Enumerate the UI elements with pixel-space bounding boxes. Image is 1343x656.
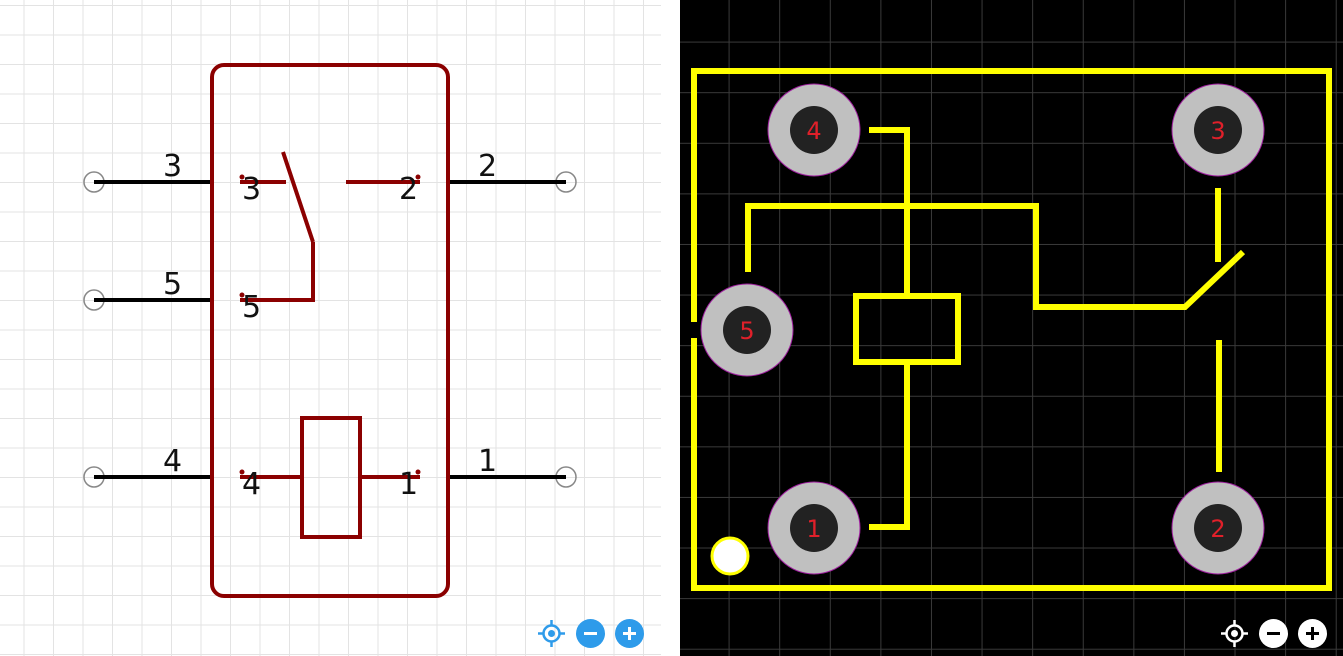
pin-number: 5 <box>163 267 182 302</box>
plus-icon <box>1306 627 1319 640</box>
pad-number: 3 <box>1210 117 1225 145</box>
zoom-out-button[interactable] <box>576 619 605 648</box>
pad-4: 4 <box>767 83 861 177</box>
pin-5-lead <box>83 289 212 311</box>
pcb-zoom-controls <box>1220 619 1327 648</box>
zoom-in-button[interactable] <box>1298 619 1327 648</box>
pad-number: 2 <box>1210 515 1225 543</box>
schematic-zoom-controls <box>537 619 644 648</box>
pin-3-lead <box>83 171 212 193</box>
panel-divider <box>661 0 680 656</box>
relay-switch <box>240 151 420 302</box>
crosshair-icon <box>538 620 565 647</box>
minus-icon <box>1267 632 1280 635</box>
board-outline <box>691 68 1332 591</box>
schematic-drawing: 3 5 4 2 1 3 5 4 2 1 <box>83 63 577 598</box>
pcb-drawing: 4 3 5 1 2 <box>691 68 1332 591</box>
pad-3: 3 <box>1171 83 1265 177</box>
crosshair-icon <box>1221 620 1248 647</box>
relay-coil <box>240 416 420 539</box>
pad-1: 1 <box>767 481 861 575</box>
pin-label: 1 <box>399 467 418 502</box>
pin-end-dots <box>239 174 421 475</box>
pad-2: 2 <box>1171 481 1265 575</box>
pin-label: 4 <box>242 467 261 502</box>
locate-button[interactable] <box>1220 619 1249 648</box>
schematic-canvas[interactable]: 3 5 4 2 1 3 5 4 2 1 <box>0 0 661 656</box>
pin1-orientation-marker <box>710 536 750 576</box>
pcb-canvas[interactable]: 4 3 5 1 2 <box>680 0 1343 656</box>
pin-2-lead <box>448 171 577 193</box>
pin-number: 1 <box>478 444 497 479</box>
plus-icon <box>623 627 636 640</box>
pad-number: 5 <box>739 317 754 345</box>
relay-body <box>210 63 450 598</box>
pad-5: 5 <box>700 283 794 377</box>
locate-button[interactable] <box>537 619 566 648</box>
pin-number: 3 <box>163 149 182 184</box>
pad-number: 4 <box>806 117 821 145</box>
pin-label: 2 <box>399 172 418 207</box>
pin-number: 2 <box>478 149 497 184</box>
pin-4-lead <box>83 466 212 488</box>
pin-label: 5 <box>242 290 261 325</box>
zoom-out-button[interactable] <box>1259 619 1288 648</box>
minus-icon <box>584 632 597 635</box>
zoom-in-button[interactable] <box>615 619 644 648</box>
pin-label: 3 <box>242 172 261 207</box>
pad-number: 1 <box>806 515 821 543</box>
pin-1-lead <box>448 466 577 488</box>
silkscreen-relay-symbol <box>745 127 1246 530</box>
pin-number: 4 <box>163 444 182 479</box>
